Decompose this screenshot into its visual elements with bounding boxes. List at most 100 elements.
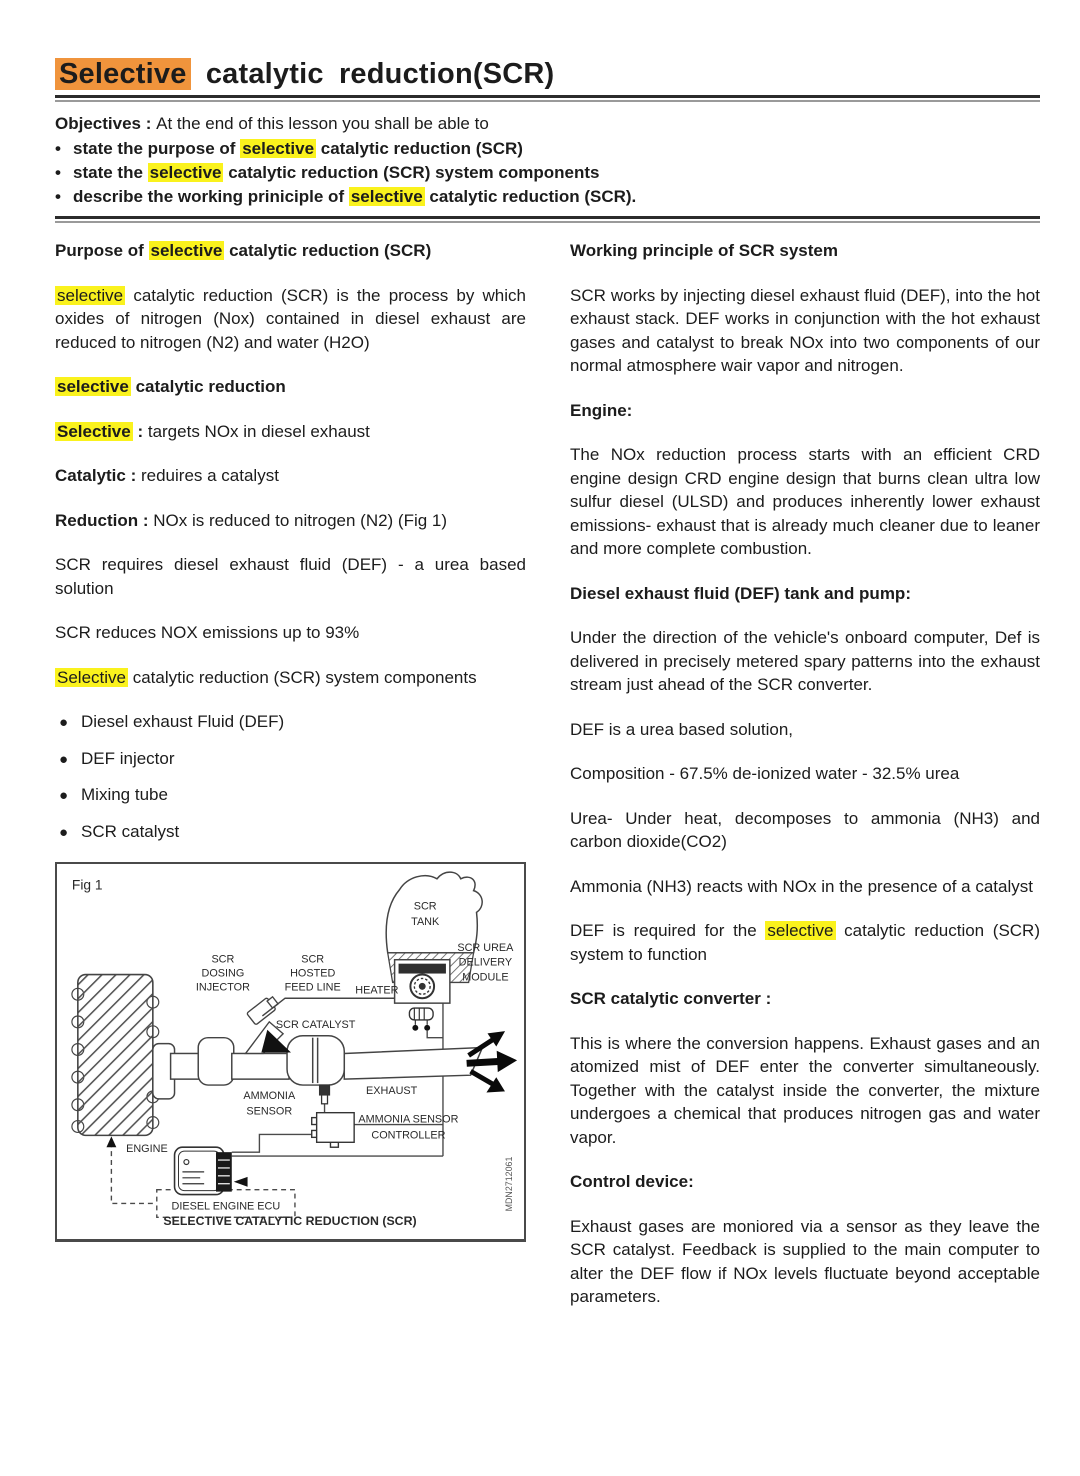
para-highlight: selective — [55, 285, 126, 305]
right-para-composition: Composition - 67.5% de-ionized water - 3… — [570, 762, 1040, 786]
left-para-def: SCR requires diesel exhaust fluid (DEF) … — [55, 553, 526, 600]
wiring-lines — [231, 1003, 444, 1157]
definition-text: targets NOx in diesel exhaust — [147, 421, 370, 441]
para-highlight: selective — [765, 921, 836, 940]
ammonia-controller-label: AMMONIA SENSOR — [358, 1114, 458, 1126]
dosing-injector-label: INJECTOR — [196, 981, 250, 993]
feed-line-label: FEED LINE — [285, 981, 341, 993]
right-heading-engine: Engine: — [570, 400, 633, 420]
ammonia-sensor-controller — [311, 1111, 355, 1148]
right-para-engine: The NOx reduction process starts with an… — [570, 443, 1040, 561]
left-heading-purpose: Purpose of selective catalytic reduction… — [55, 239, 526, 263]
scr-tank-label: SCR — [414, 900, 437, 912]
heading-text: Purpose of — [55, 241, 149, 260]
diesel-engine-ecu — [173, 1146, 248, 1196]
page-title: Selective catalytic reduction(SCR) — [55, 58, 1040, 91]
page-header: Selective catalytic reduction(SCR) Objec… — [55, 58, 1040, 223]
definition-catalytic: Catalytic : reduires a catalyst — [55, 464, 526, 488]
para-text: catalytic reduction (SCR) is the process… — [55, 285, 526, 352]
right-para-decompose: Urea- Under heat, decomposes to ammonia … — [570, 807, 1040, 854]
para-text: DEF is required for the — [570, 921, 766, 940]
definition-selective: Selective : targets NOx in diesel exhaus… — [55, 420, 526, 444]
scr-catalyst — [286, 1034, 346, 1086]
para-text: Composition - 67.5% de-ionized water - 3… — [570, 764, 960, 783]
delivery-module-label: DELIVERY — [459, 957, 512, 969]
list-item: ● Mixing tube — [55, 783, 526, 808]
para-text: DEF is a urea based solution, — [570, 719, 794, 739]
objective-text: catalytic reduction (SCR) — [316, 139, 523, 158]
bullet-icon: ● — [59, 823, 69, 841]
objective-highlight: selective — [240, 139, 317, 158]
definition-term: Reduction : — [55, 510, 154, 530]
ammonia-sensor-label: AMMONIA — [243, 1090, 296, 1102]
list-item-text: Mixing tube — [81, 785, 168, 804]
catalyst-label: SCR CATALYST — [276, 1019, 356, 1031]
figure-code: MDN2712061 — [504, 1157, 514, 1212]
mixing-tube — [244, 1020, 285, 1055]
para-text: This is where the conversion happens. Ex… — [570, 1033, 1040, 1147]
figure-label: Fig 1 — [72, 877, 103, 893]
ammonia-controller-label: CONTROLLER — [371, 1129, 445, 1141]
objectives-intro-text: At the end of this lesson you shall be a… — [156, 114, 489, 133]
definition-reduction: Reduction : NOx is reduced to nitrogen (… — [55, 509, 526, 533]
figure-1: Fig 1 — [55, 862, 526, 1242]
connector-arrow-icon — [233, 1176, 248, 1187]
ecu-label: DIESEL ENGINE ECU — [172, 1200, 281, 1212]
delivery-module-label: MODULE — [462, 971, 508, 983]
bullet-icon: ● — [59, 787, 69, 804]
list-item: ●DEF injector — [55, 747, 526, 772]
definition-term: Selective — [55, 421, 133, 441]
feed-line-label: SCR — [301, 954, 324, 966]
muffler — [197, 1036, 235, 1086]
def-spray-icon — [261, 1029, 291, 1053]
right-para-converter: This is where the conversion happens. Ex… — [570, 1032, 1040, 1150]
list-item: ● SCR catalyst — [55, 820, 526, 845]
list-item: ● Diesel exhaust Fluid (DEF) — [55, 710, 526, 735]
scr-tank-label: TANK — [411, 916, 440, 928]
exhaust-label: EXHAUST — [366, 1085, 418, 1097]
left-para-nox: SCR reduces NOX emissions up to 93% — [55, 621, 526, 645]
feed-line — [261, 997, 395, 1017]
left-column: Purpose of selective catalytic reduction… — [55, 239, 526, 1330]
objective-text: state the — [73, 163, 148, 182]
arrow-up-icon — [106, 1136, 117, 1148]
exhaust-pipe — [152, 1036, 484, 1100]
definition-sep: : — [132, 421, 148, 441]
heading-text: catalytic reduction (SCR) — [224, 241, 432, 260]
exhaust-arrows-icon — [466, 1031, 518, 1093]
definition-text: reduires a catalyst — [140, 466, 279, 485]
left-heading-components: Selective catalytic reduction (SCR) syst… — [55, 666, 526, 690]
para-text: Exhaust gases are moniored via a sensor … — [570, 1216, 1040, 1307]
figure-caption: SELECTIVE CATALYTIC REDUCTION (SCR) — [163, 1214, 416, 1228]
list-item-text: Diesel exhaust Fluid (DEF) — [81, 712, 285, 731]
objectives-intro: Objectives : At the end of this lesson y… — [55, 112, 1040, 135]
objectives-rule — [55, 216, 1040, 223]
heading-highlight: selective — [55, 377, 131, 396]
heater — [408, 1007, 434, 1031]
ammonia-sensor-label: SENSOR — [246, 1106, 292, 1118]
right-para-required: DEF is required for the selective cataly… — [570, 919, 1040, 966]
left-heading-scr: selective catalytic reduction — [55, 375, 526, 399]
definition-text: NOx is reduced to nitrogen (N2) (Fig 1) — [153, 510, 448, 530]
heading-highlight: selective — [148, 241, 225, 260]
ecu-engine-dashed-line — [110, 1142, 296, 1218]
heading-highlight: Selective — [55, 667, 128, 687]
para-text: catalytic reduction (SCR) system to func… — [570, 921, 1040, 964]
list-item-text: SCR catalyst — [81, 821, 180, 841]
objective-item: •state the selective catalytic reduction… — [55, 161, 1040, 184]
dosing-injector-label: DOSING — [202, 968, 245, 980]
para-text: SCR requires diesel exhaust fluid (DEF) … — [55, 555, 526, 598]
heading-text: catalytic reduction — [130, 377, 286, 396]
objective-highlight: selective — [147, 163, 224, 182]
objectives-label: Objectives : — [55, 114, 157, 133]
objective-highlight: selective — [348, 187, 425, 206]
two-column-body: Purpose of selective catalytic reduction… — [55, 239, 1040, 1330]
urea-delivery-module — [393, 958, 451, 1004]
bullet-icon: • — [55, 139, 61, 158]
objectives-block: Objectives : At the end of this lesson y… — [55, 112, 1040, 208]
bullet-icon: ● — [59, 750, 69, 768]
para-text: SCR reduces NOX emissions up to 93% — [55, 623, 360, 642]
bullet-icon: • — [55, 187, 61, 206]
bullet-icon: ● — [59, 714, 69, 731]
right-para-working: SCR works by injecting diesel exhaust fl… — [570, 284, 1040, 378]
